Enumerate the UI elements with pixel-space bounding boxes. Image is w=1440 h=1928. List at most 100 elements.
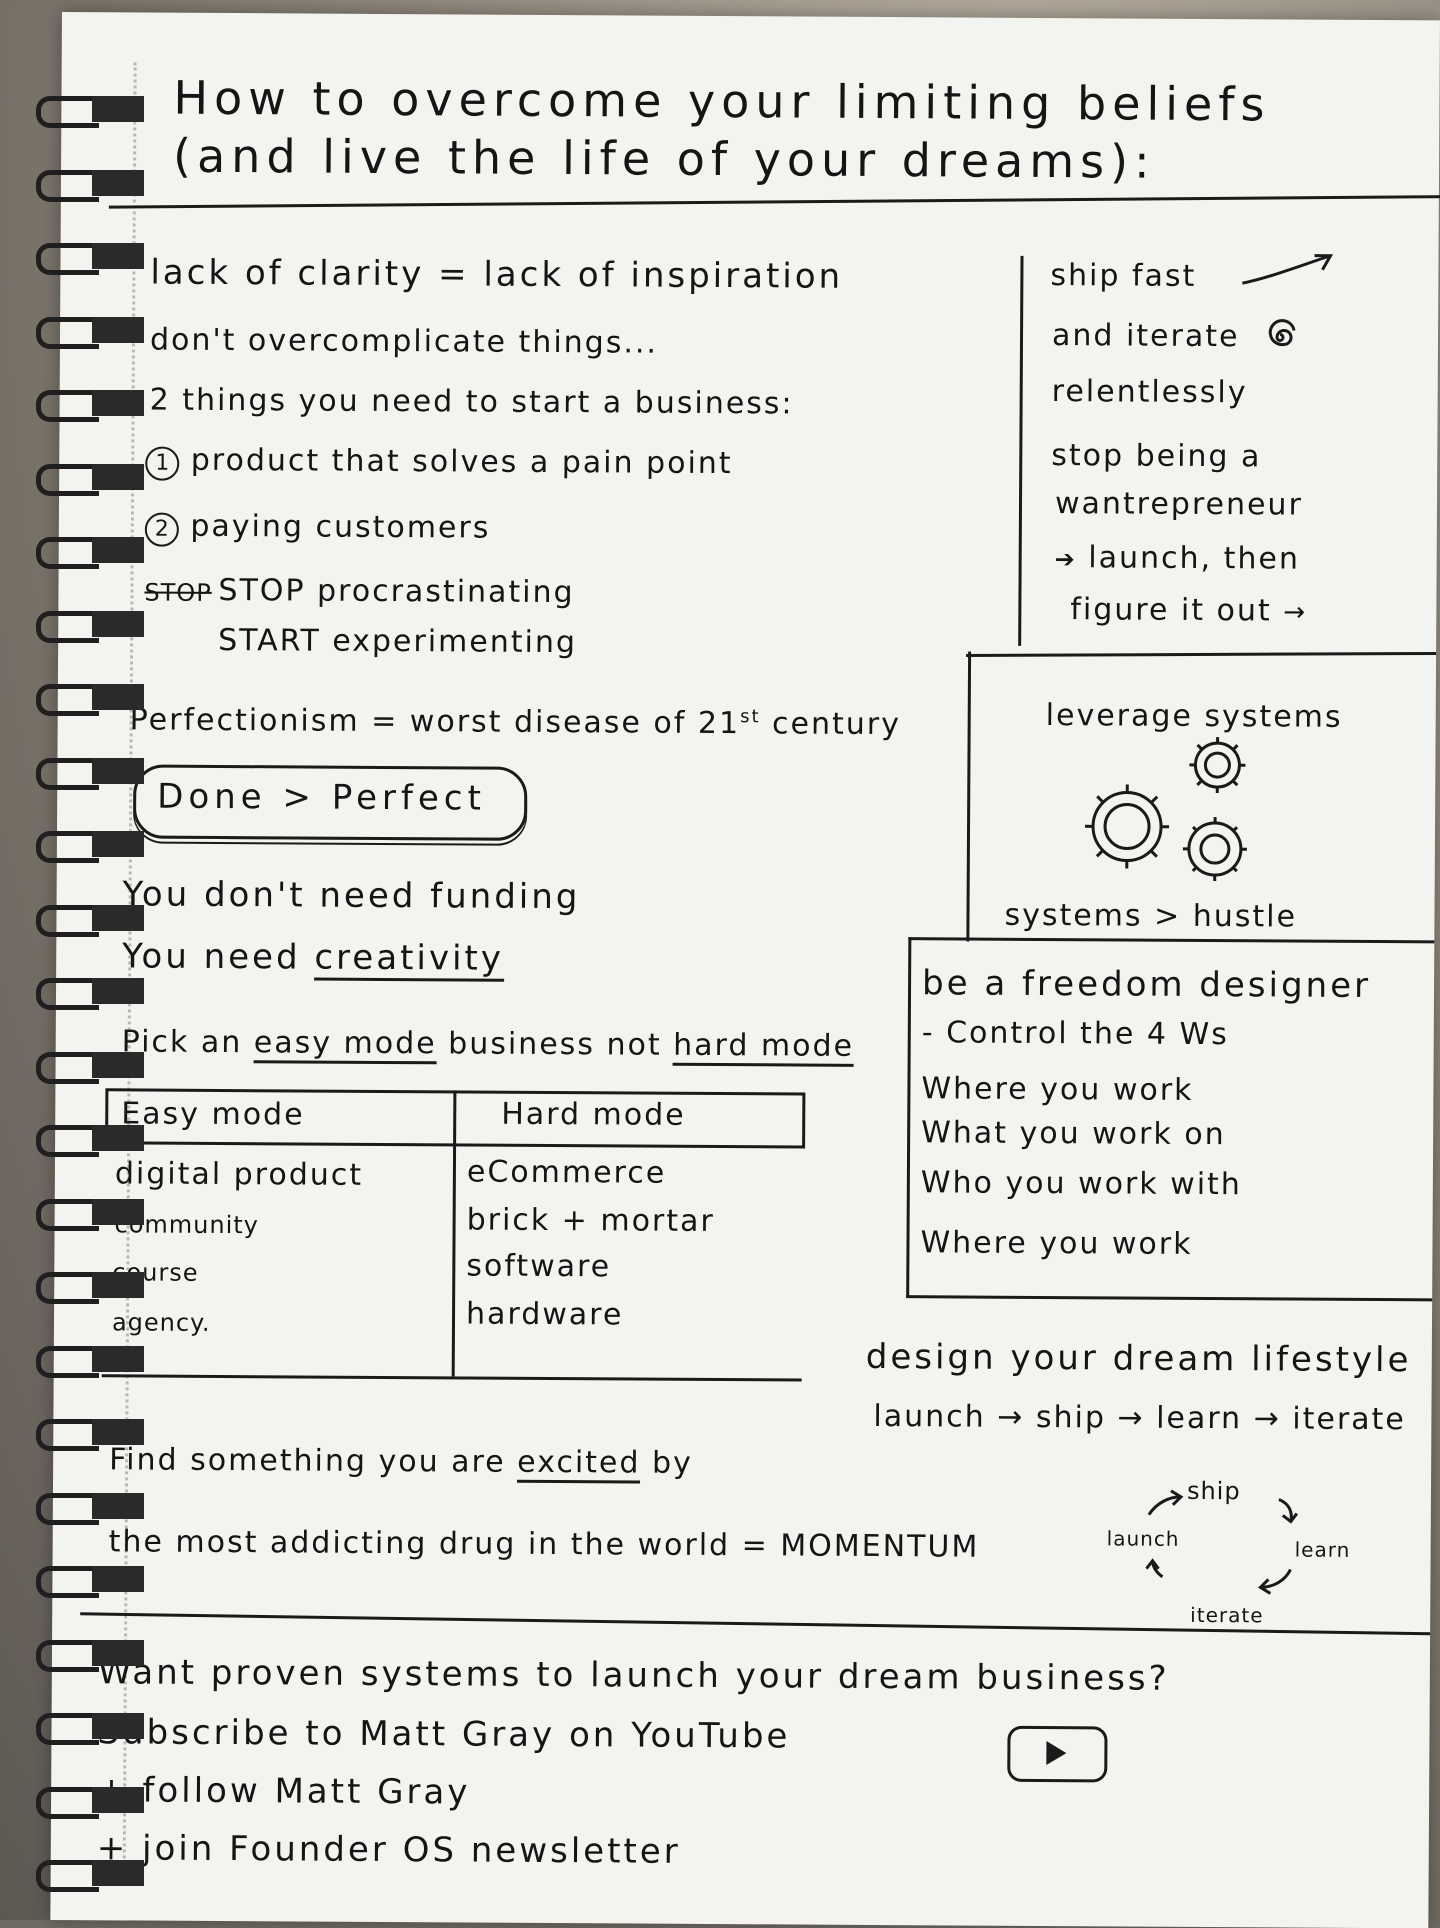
spiral-tab — [92, 1125, 144, 1151]
spiral-loop — [36, 1860, 144, 1892]
spiral-tab — [92, 757, 144, 784]
spiral-loop — [36, 1125, 144, 1157]
start-experimenting-text: START experimenting — [218, 622, 578, 661]
gear-icon — [1085, 784, 1170, 869]
table-cell-hard-3: software — [466, 1248, 612, 1285]
gears-illustration — [1085, 737, 1247, 882]
stop-procrastinating-text: STOP procrastinating — [218, 572, 575, 611]
spiral-loop — [36, 316, 144, 349]
iterate-text: and iterate — [1051, 318, 1240, 355]
product-text: product that solves a pain point — [190, 442, 733, 482]
freedom-box-bottom-rule — [906, 1295, 1433, 1302]
pick-mode-line: Pick an easy mode business not hard mode — [122, 1024, 855, 1067]
spiral-tab — [92, 1272, 144, 1298]
spiral-loop — [36, 1272, 144, 1304]
footer-line-4: + join Founder OS newsletter — [96, 1828, 681, 1872]
where-work-again-text: Where you work — [920, 1225, 1193, 1262]
spiral-tab — [92, 1492, 144, 1519]
spiral-ring — [36, 1860, 99, 1892]
excited-word: excited — [517, 1444, 641, 1484]
spiral-ring — [36, 1051, 99, 1084]
creativity-word: creativity — [314, 937, 505, 982]
spiral-loop — [36, 537, 144, 569]
spiral-loop — [36, 1345, 144, 1378]
table-header-hard: Hard mode — [501, 1096, 686, 1133]
list-item-customers: 2 paying customers — [144, 509, 491, 549]
spiral-loop — [36, 96, 144, 128]
youtube-play-button[interactable] — [1007, 1725, 1108, 1783]
spiral-ring — [36, 978, 99, 1010]
footer-line-3: + follow Matt Gray — [97, 1770, 471, 1813]
spiral-tab — [92, 1419, 144, 1445]
launch-then-line: ➔ launch, then — [1055, 540, 1300, 576]
where-work-text: Where you work — [921, 1071, 1194, 1108]
spiral-tab — [92, 1566, 144, 1592]
spiral-ring — [36, 831, 99, 863]
spiral-tab — [92, 1345, 144, 1372]
spiral-tab — [92, 684, 144, 710]
spiral-tab — [92, 463, 144, 490]
dream-lifestyle-text: design your dream lifestyle — [865, 1336, 1412, 1381]
creativity-line: You need creativity — [122, 936, 505, 982]
spiral-tab — [92, 1198, 144, 1225]
clarity-text: lack of clarity = lack of inspiration — [150, 252, 844, 297]
spiral-tab — [92, 316, 144, 343]
spiral-tab — [92, 96, 144, 122]
spiral-loop — [36, 978, 144, 1010]
spiral-loop — [36, 1566, 144, 1598]
spiral-tab — [92, 904, 144, 931]
perfectionism-end: century — [771, 706, 902, 743]
spiral-loop — [36, 757, 144, 790]
spiral-tab — [92, 1639, 144, 1666]
spiral-ring — [36, 96, 99, 128]
spiral-tab — [92, 243, 144, 269]
table-cell-hard-2: brick + mortar — [466, 1202, 715, 1240]
footer-line-2: Subscribe to Matt Gray on YouTube — [97, 1712, 791, 1757]
title-divider — [108, 195, 1440, 209]
gear-icon — [1189, 737, 1246, 794]
wantrepreneur-text: wantrepreneur — [1054, 486, 1303, 523]
done-perfect-text: Done > Perfect — [157, 776, 486, 819]
spiral-tab — [92, 1786, 144, 1813]
figure-out-text: figure it out — [1070, 592, 1272, 629]
spiral-icon — [1268, 319, 1296, 347]
spiral-ring — [36, 243, 99, 275]
two-things-text: 2 things you need to start a business: — [149, 382, 794, 422]
spiral-ring — [36, 757, 99, 790]
spiral-loop — [36, 243, 144, 275]
spiral-ring — [36, 904, 99, 937]
ship-box-left-rule — [1018, 255, 1024, 646]
spiral-ring — [36, 463, 99, 496]
spiral-loop — [36, 831, 144, 863]
page-title-line1: How to overcome your limiting beliefs — [173, 70, 1271, 132]
spiral-loop — [36, 463, 144, 496]
spiral-ring — [36, 1345, 99, 1378]
spiral-tab — [92, 1713, 144, 1739]
funding-text: You don't need funding — [122, 874, 581, 918]
spiral-ring — [36, 1198, 99, 1231]
perfectionism-sup: st — [740, 706, 761, 728]
relentlessly-text: relentlessly — [1051, 374, 1248, 411]
spiral-loop — [36, 169, 144, 202]
freedom-designer-text: be a freedom designer — [921, 963, 1372, 1007]
hard-mode-word: hard mode — [673, 1027, 855, 1067]
spiral-tab — [92, 831, 144, 857]
excited-line: Find something you are excited by — [109, 1442, 693, 1484]
overcomplicate-text: don't overcomplicate things... — [149, 322, 659, 361]
spiral-tab — [92, 169, 144, 196]
excited-suffix: by — [651, 1445, 693, 1481]
spiral-ring — [36, 1639, 99, 1672]
spiral-loop — [36, 1713, 144, 1745]
freedom-box-top-rule — [908, 937, 1435, 944]
excited-prefix: Find something you are — [109, 1442, 506, 1480]
what-work-text: What you work on — [921, 1115, 1226, 1153]
table-column-divider — [451, 1090, 457, 1377]
arrow-icon — [1242, 254, 1334, 285]
spiral-ring — [36, 1125, 99, 1157]
spiral-ring — [36, 1566, 99, 1598]
spiral-tab — [92, 610, 144, 637]
spiral-ring — [36, 169, 99, 202]
spiral-loop — [36, 390, 144, 422]
spiral-ring — [36, 316, 99, 349]
spiral-loop — [36, 684, 144, 716]
